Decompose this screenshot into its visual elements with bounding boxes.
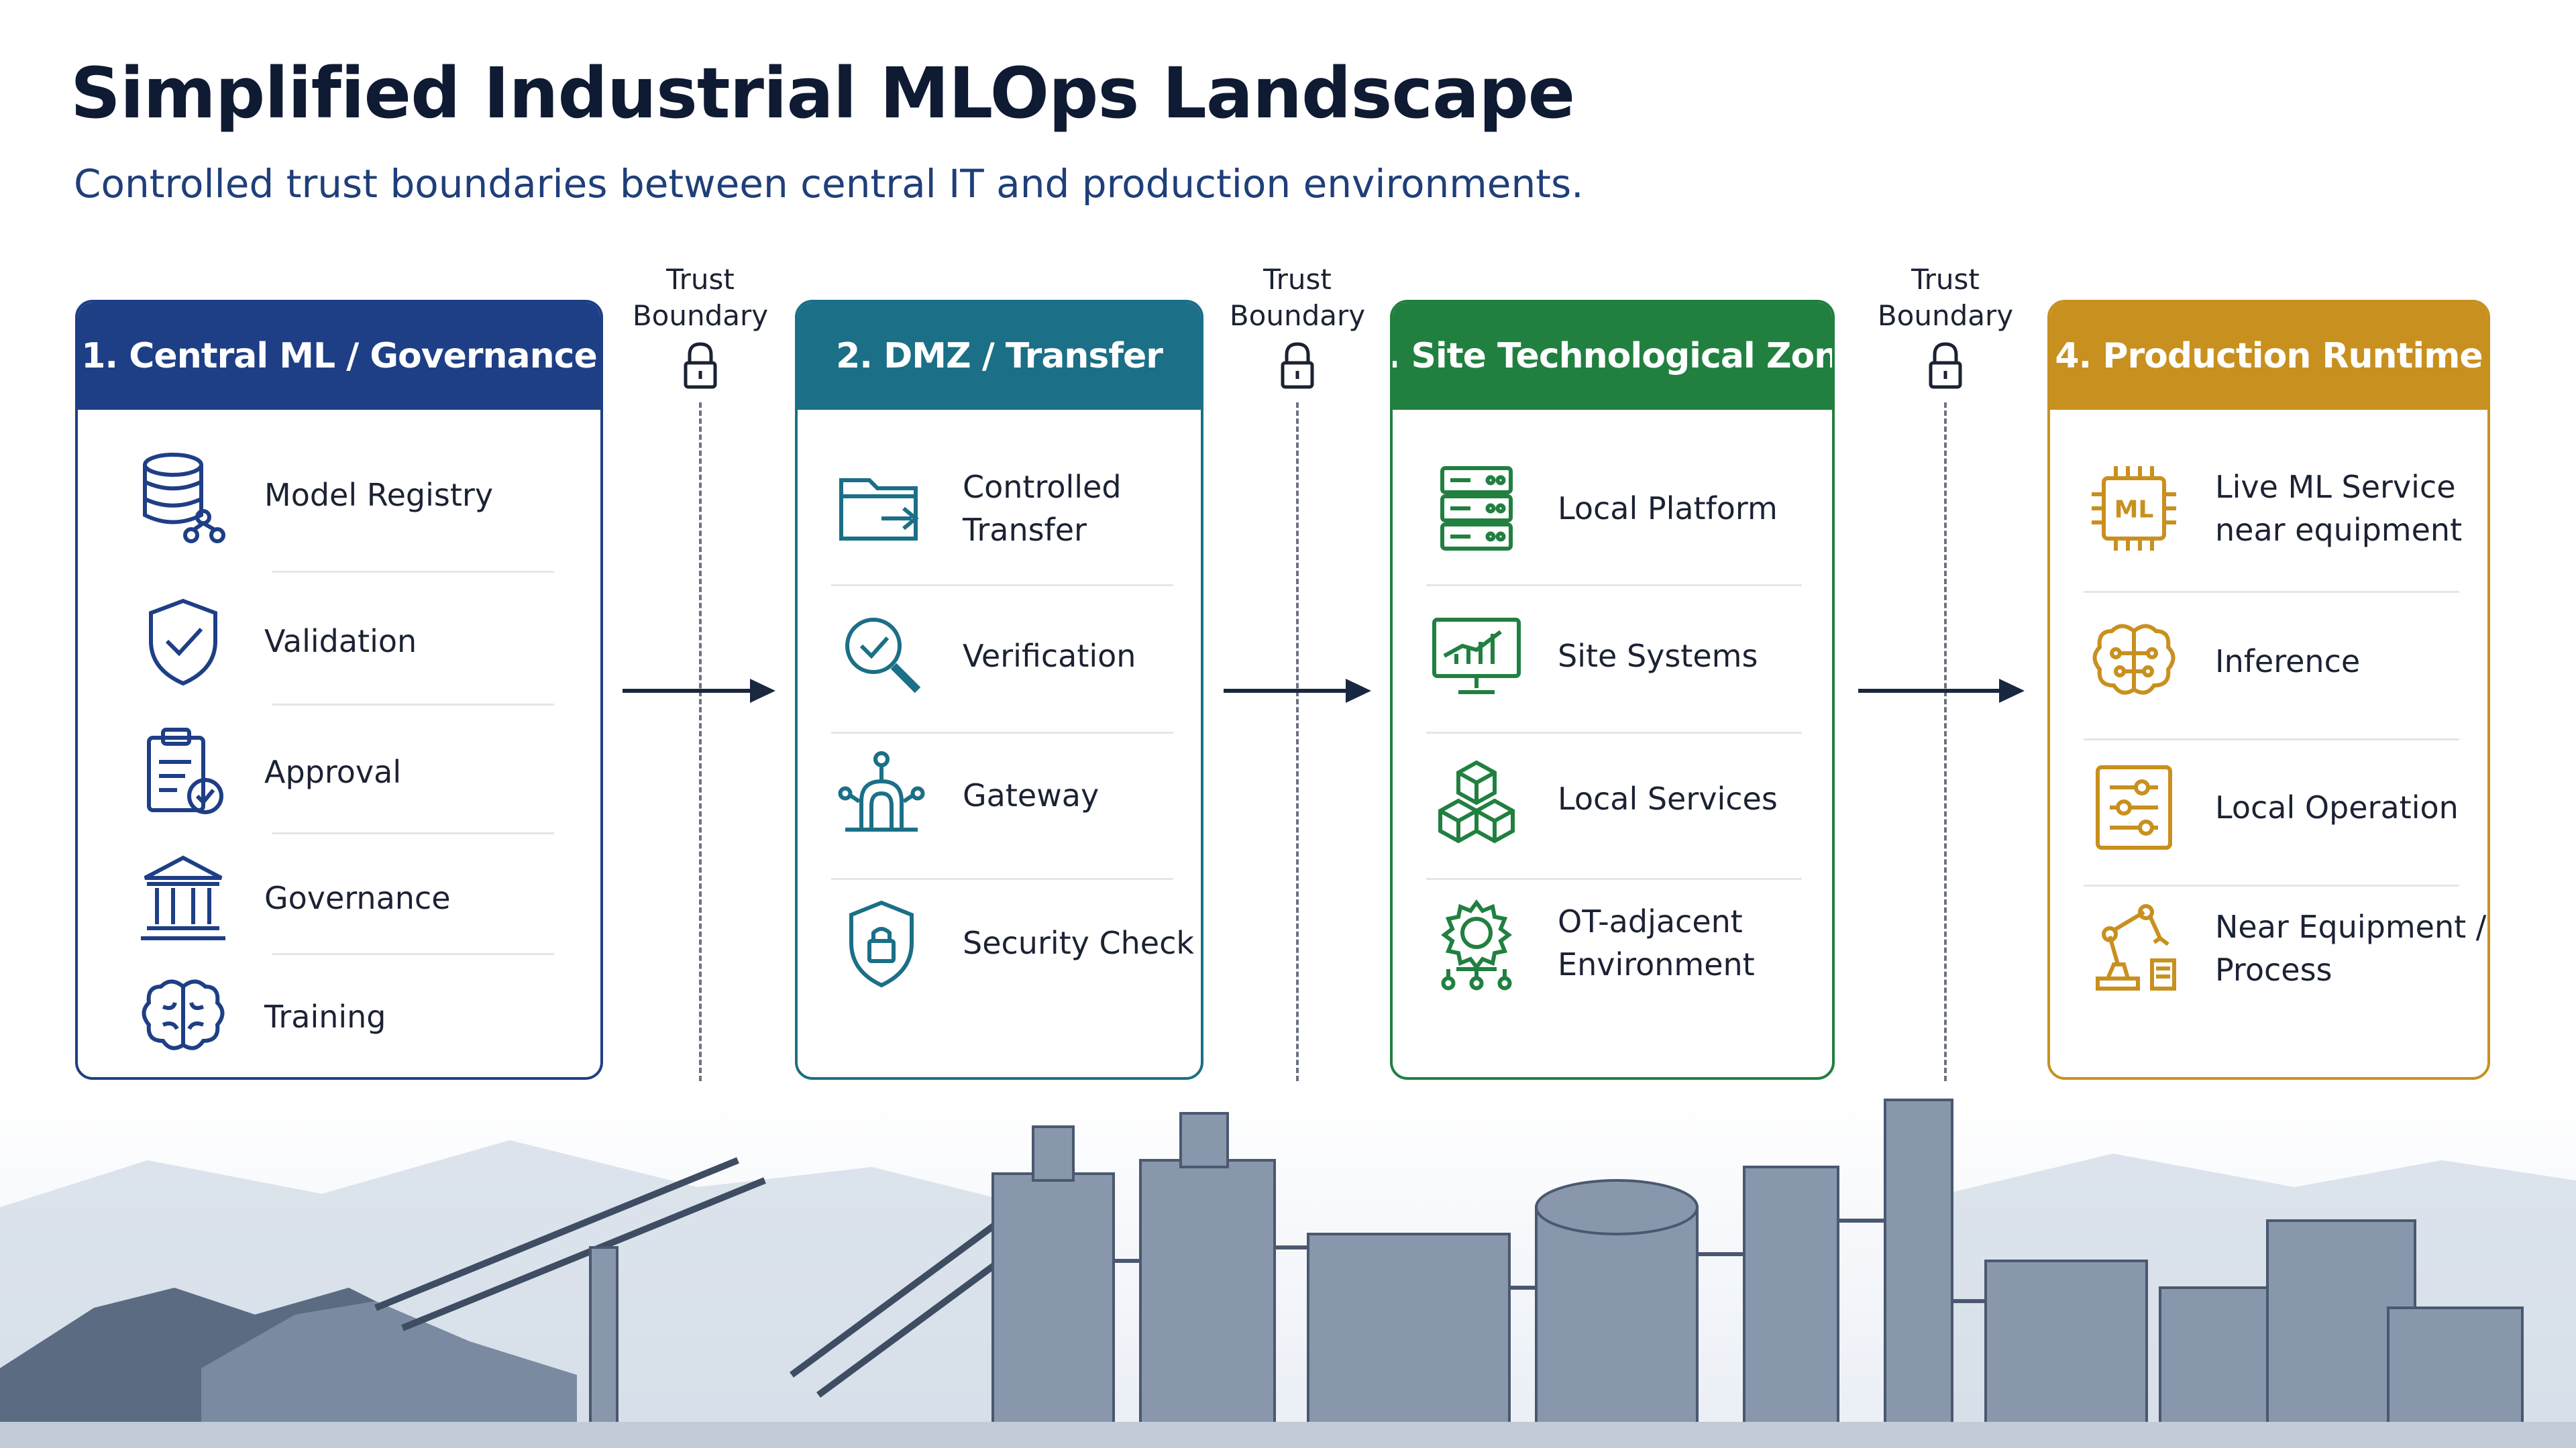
zone-central-ml-header: 1. Central ML / Governance [78, 302, 600, 410]
item-label: Controlled Transfer [963, 469, 1122, 548]
industrial-plant-background [0, 1087, 2576, 1448]
zone-site-header: 3. Site Technological Zone [1393, 302, 1832, 410]
shield-lock-icon [831, 893, 932, 993]
divider [2084, 591, 2459, 593]
item-label: Approval [264, 754, 402, 790]
item-training: Training [133, 966, 386, 1067]
item-label: Near Equipment / Process [2215, 909, 2487, 988]
brain-icon [133, 966, 233, 1067]
item-label: Local Operation [2215, 789, 2459, 826]
lock-icon [1281, 342, 1314, 389]
item-validation: Validation [133, 591, 417, 691]
item-ot-adjacent: OT-adjacent Environment [1426, 893, 1755, 993]
item-verification: Verification [831, 606, 1136, 706]
item-label: Local Services [1558, 781, 1778, 817]
zone-production-header: 4. Production Runtime [2050, 302, 2487, 410]
divider [1426, 732, 1802, 734]
clipboard-check-icon [133, 722, 233, 822]
zone-dmz-header: 2. DMZ / Transfer [798, 302, 1201, 410]
divider [2084, 885, 2459, 887]
trust-boundary-line-2 [1296, 402, 1299, 1081]
divider [272, 953, 554, 955]
item-label: Gateway [963, 777, 1099, 814]
divider [272, 571, 554, 573]
ml-chip-icon: ML [2084, 458, 2184, 559]
item-local-platform: Local Platform [1426, 458, 1778, 559]
folder-transfer-icon [831, 458, 932, 559]
trust-boundary-line-1 [699, 402, 702, 1081]
lock-icon [684, 342, 717, 389]
item-label: Validation [264, 623, 417, 659]
gateway-icon [831, 745, 932, 846]
item-model-registry: Model Registry [133, 445, 493, 545]
shield-check-icon [133, 591, 233, 691]
divider [272, 832, 554, 834]
item-label: Live ML Service near equipment [2215, 469, 2463, 548]
control-panel-icon [2084, 757, 2184, 858]
arrow-right-icon [1858, 679, 2025, 703]
page-subtitle: Controlled trust boundaries between cent… [74, 161, 1584, 207]
item-label: OT-adjacent Environment [1558, 903, 1755, 983]
item-inference: Inference [2084, 611, 2360, 712]
item-security-check: Security Check [831, 893, 1194, 993]
item-near-equipment: Near Equipment / Process [2084, 898, 2486, 999]
arrow-right-icon [623, 679, 775, 703]
database-network-icon [133, 445, 233, 545]
zone-site-technological: 3. Site Technological Zone Local Platfor… [1390, 300, 1835, 1080]
item-label: Training [264, 999, 386, 1035]
trust-boundary-line-3 [1944, 402, 1947, 1081]
zone-dmz-transfer: 2. DMZ / Transfer Controlled Transfer Ve… [795, 300, 1203, 1080]
item-approval: Approval [133, 722, 401, 822]
item-governance: Governance [133, 848, 451, 948]
item-label: Verification [963, 638, 1136, 674]
item-gateway: Gateway [831, 745, 1099, 846]
robot-arm-icon [2084, 898, 2184, 999]
item-local-services: Local Services [1426, 748, 1778, 849]
lock-icon [1929, 342, 1962, 389]
institution-icon [133, 848, 233, 948]
arrow-right-icon [1224, 679, 1371, 703]
item-site-systems: Site Systems [1426, 606, 1758, 706]
divider [272, 704, 554, 706]
brain-circuit-icon [2084, 611, 2184, 712]
page-title: Simplified Industrial MLOps Landscape [70, 52, 1575, 134]
server-rack-icon [1426, 458, 1527, 559]
gear-network-icon [1426, 893, 1527, 993]
item-label: Governance [264, 880, 451, 916]
zone-production-runtime: 4. Production Runtime ML Live ML Service… [2047, 300, 2490, 1080]
item-live-ml-service: ML Live ML Service near equipment [2084, 458, 2462, 559]
item-label: Model Registry [264, 477, 494, 513]
item-label: Site Systems [1558, 638, 1758, 674]
item-local-operation: Local Operation [2084, 757, 2459, 858]
zone-central-ml: 1. Central ML / Governance Model Registr… [75, 300, 603, 1080]
svg-text:ML: ML [2114, 496, 2154, 524]
divider [1426, 584, 1802, 586]
divider [831, 584, 1173, 586]
divider [1426, 878, 1802, 880]
item-controlled-transfer: Controlled Transfer [831, 458, 1201, 559]
cubes-icon [1426, 748, 1527, 849]
item-label: Local Platform [1558, 490, 1778, 526]
divider [2084, 738, 2459, 740]
item-label: Security Check [963, 925, 1195, 961]
monitor-chart-icon [1426, 606, 1527, 706]
magnifier-check-icon [831, 606, 932, 706]
item-label: Inference [2215, 643, 2361, 679]
divider [831, 878, 1173, 880]
divider [831, 732, 1173, 734]
